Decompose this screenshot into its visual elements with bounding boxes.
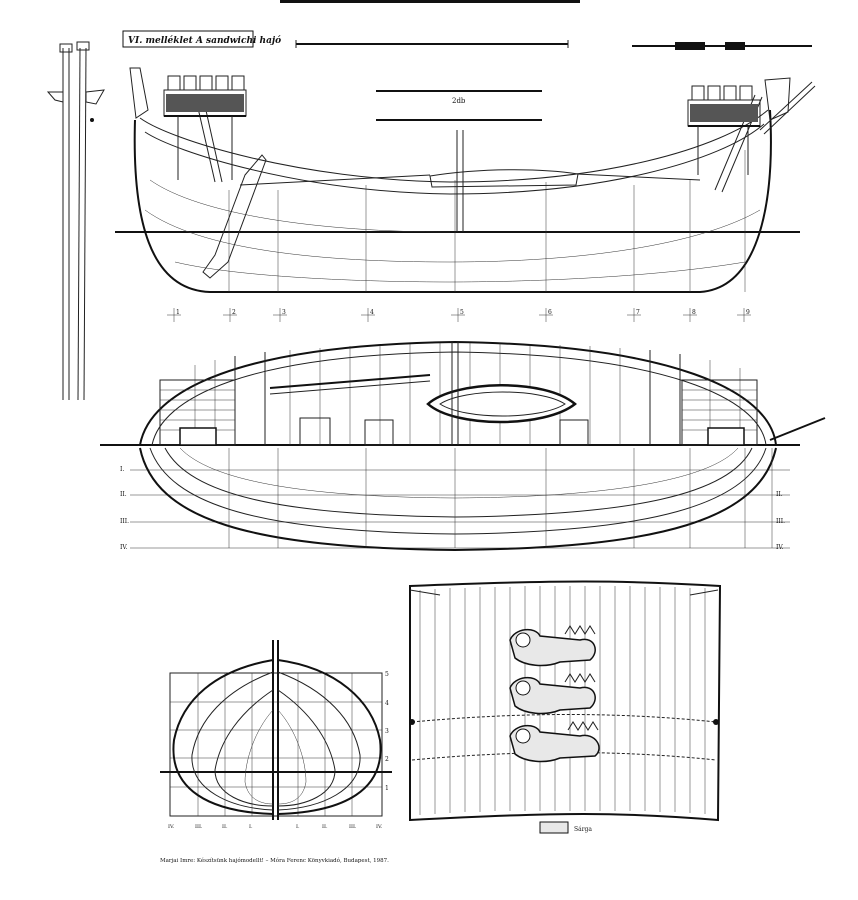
waterline-label-right-4: IV. <box>776 544 784 551</box>
body-station-label-c: II. <box>222 824 228 830</box>
station-label-2: 2 <box>232 309 236 316</box>
station-label-4: 4 <box>370 309 374 316</box>
spars <box>295 40 812 121</box>
body-station-label-a: IV. <box>168 824 175 830</box>
waterline-label-right-3: III. <box>776 518 785 525</box>
heraldic-lions <box>509 625 600 763</box>
legend-swatch <box>539 821 569 834</box>
credit-line: Marjai Imre: Készítsünk hajómodellt! – M… <box>160 857 389 864</box>
sterncastle <box>687 85 761 175</box>
waterline-label-right-2: II. <box>776 491 783 498</box>
title-box <box>122 30 254 48</box>
half-breadth-plan <box>130 447 790 552</box>
body-station-label-f: I. <box>296 824 300 830</box>
waterline-label-3: III. <box>120 518 129 525</box>
station-label-7: 7 <box>636 309 640 316</box>
body-level-label-3: 3 <box>385 728 389 735</box>
station-label-1: 1 <box>176 309 180 316</box>
body-level-label-1: 1 <box>385 785 389 792</box>
deck-plan <box>100 340 826 446</box>
station-markers <box>167 308 751 322</box>
twin-label: 2db <box>452 97 466 105</box>
body-station-label-b: III. <box>195 824 203 830</box>
body-level-label-2: 2 <box>385 756 389 763</box>
waterline-label-1: I. <box>120 466 124 473</box>
station-label-8: 8 <box>692 309 696 316</box>
station-label-6: 6 <box>548 309 552 316</box>
mast-drawing <box>46 41 105 401</box>
body-level-label-5: 5 <box>385 671 389 678</box>
lion-top <box>509 625 596 667</box>
body-station-label-i: IV. <box>376 824 383 830</box>
side-elevation <box>115 67 816 293</box>
forecastle <box>163 75 247 180</box>
station-label-5: 5 <box>460 309 464 316</box>
station-label-3: 3 <box>282 309 286 316</box>
plate-title: VI. melléklet A sandwichi hajó <box>128 35 281 46</box>
body-station-label-g: II. <box>322 824 328 830</box>
waterline-label-2: II. <box>120 491 127 498</box>
lion-middle <box>509 673 596 715</box>
body-level-label-4: 4 <box>385 700 389 707</box>
lion-bottom <box>509 721 600 763</box>
body-station-label-h: III. <box>349 824 357 830</box>
waterline-label-4: IV. <box>120 544 128 551</box>
legend-label: Sárga <box>574 826 592 833</box>
top-border-strip <box>280 0 580 3</box>
body-station-label-d: I. <box>249 824 253 830</box>
body-plan <box>160 640 392 820</box>
station-label-9: 9 <box>746 309 750 316</box>
